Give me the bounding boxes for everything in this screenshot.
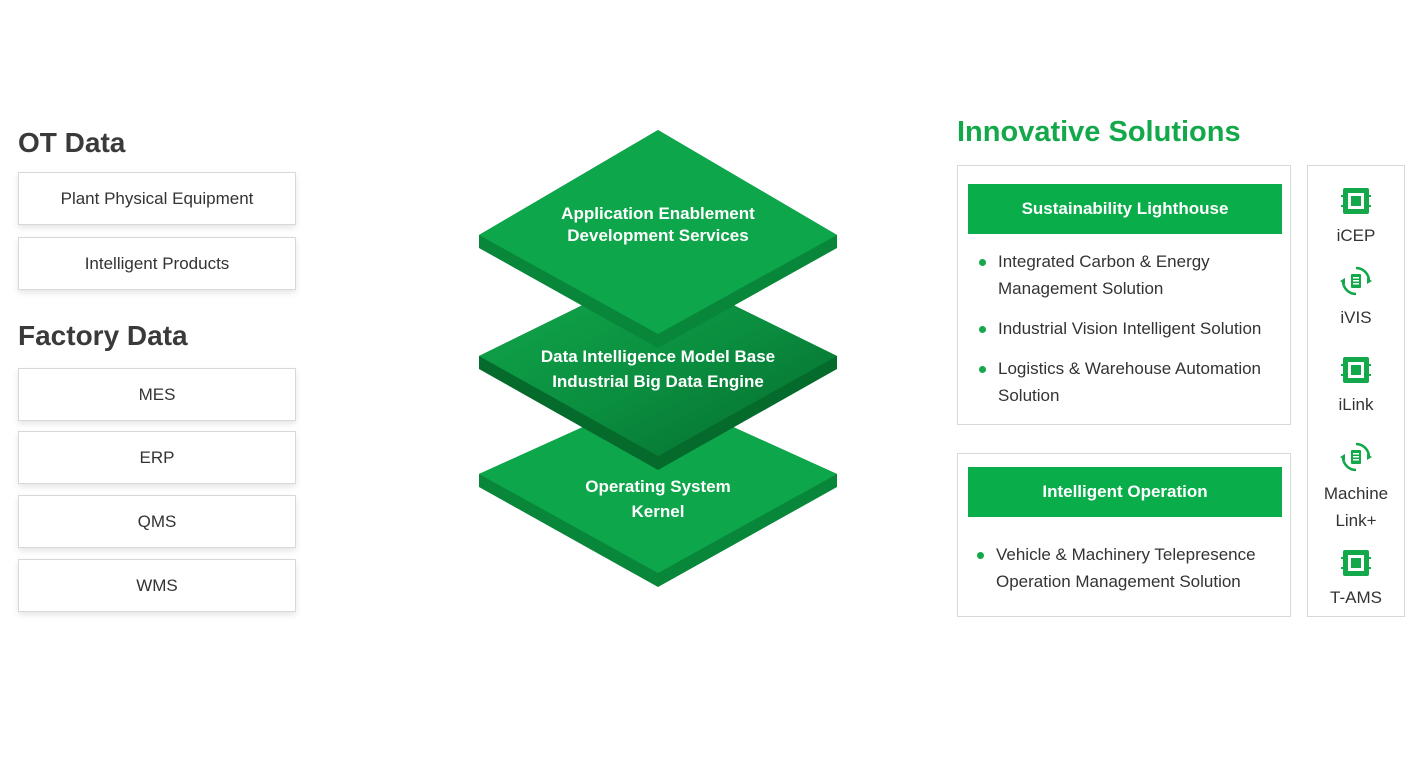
- product-label: T-AMS: [1330, 588, 1382, 607]
- sustainability-solution-list: Integrated Carbon & Energy Management So…: [976, 248, 1284, 422]
- sustainability-panel: Sustainability Lighthouse Integrated Car…: [957, 165, 1291, 425]
- list-item: Industrial Vision Intelligent Solution: [976, 315, 1284, 342]
- operation-panel: Intelligent Operation Vehicle & Machiner…: [957, 453, 1291, 617]
- chip-icon: [1341, 188, 1371, 214]
- layer-bottom-line2: Kernel: [632, 502, 685, 521]
- cycle-icon: [1340, 266, 1372, 296]
- factory-item-erp: ERP: [18, 431, 296, 484]
- product-ivis: iVIS: [1308, 264, 1404, 331]
- layer-bottom-os-kernel: Operating System Kernel: [479, 393, 837, 587]
- layer-middle-data-intelligence: Data Intelligence Model Base Industrial …: [479, 268, 837, 470]
- layer-middle-line2: Industrial Big Data Engine: [552, 372, 764, 391]
- factory-item-wms: WMS: [18, 559, 296, 612]
- product-label: Machine Link+: [1323, 484, 1389, 530]
- ot-item-intelligent-products: Intelligent Products: [18, 237, 296, 290]
- product-label: iCEP: [1336, 226, 1376, 245]
- platform-stack-diagram: Operating System Kernel Data Intelligenc…: [470, 120, 850, 600]
- product-ilink: iLink: [1308, 355, 1404, 418]
- product-t-ams: T-AMS: [1308, 548, 1404, 611]
- layer-top-line1: Application Enablement: [561, 204, 755, 223]
- product-icep: iCEP: [1308, 186, 1404, 249]
- product-machine-link-plus: Machine Link+: [1308, 440, 1404, 534]
- product-label: iLink: [1338, 395, 1374, 414]
- ot-data-heading: OT Data: [18, 127, 126, 158]
- list-item: Integrated Carbon & Energy Management So…: [976, 248, 1284, 302]
- cycle-icon: [1340, 442, 1372, 472]
- operation-solution-list: Vehicle & Machinery Telepresence Operati…: [974, 541, 1284, 608]
- chip-icon: [1341, 357, 1371, 383]
- factory-item-mes: MES: [18, 368, 296, 421]
- layer-middle-line1: Data Intelligence Model Base: [541, 347, 775, 366]
- factory-data-heading: Factory Data: [18, 320, 188, 351]
- layer-top-application-enablement: Application Enablement Development Servi…: [479, 130, 837, 348]
- product-label: iVIS: [1340, 308, 1372, 327]
- list-item: Vehicle & Machinery Telepresence Operati…: [974, 541, 1284, 595]
- ot-item-plant-physical-equipment: Plant Physical Equipment: [18, 172, 296, 225]
- product-icon-column: iCEP iVIS iLink Machi: [1307, 165, 1405, 617]
- intelligent-operation-header: Intelligent Operation: [968, 467, 1282, 517]
- layer-top-line2: Development Services: [567, 226, 748, 245]
- innovative-solutions-title: Innovative Solutions: [957, 116, 1241, 148]
- factory-item-qms: QMS: [18, 495, 296, 548]
- layer-bottom-line1: Operating System: [585, 477, 731, 496]
- list-item: Logistics & Warehouse Automation Solutio…: [976, 355, 1284, 409]
- sustainability-lighthouse-header: Sustainability Lighthouse: [968, 184, 1282, 234]
- chip-icon: [1341, 550, 1371, 576]
